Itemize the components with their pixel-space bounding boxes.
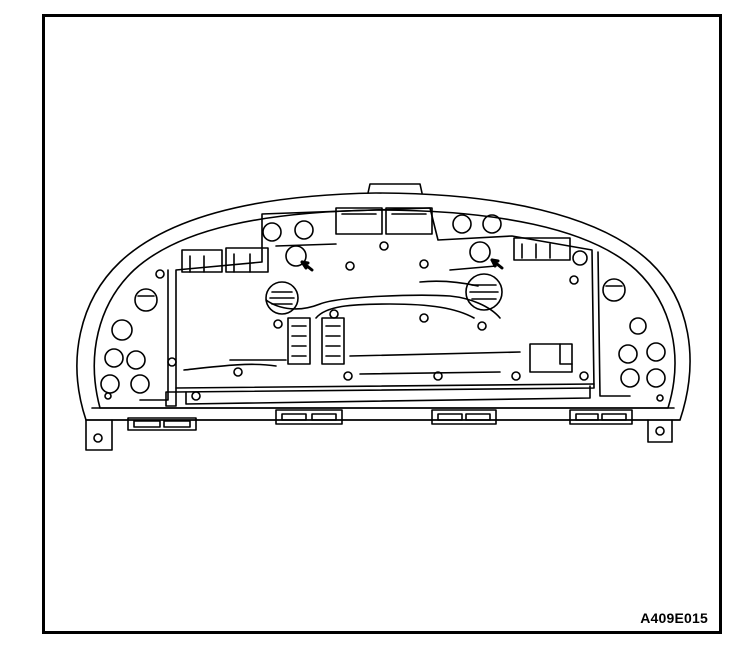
left-connector-pair [181,247,269,273]
right-ear-hole [655,426,665,436]
left-side-panel [139,269,169,401]
bottom-connector-4 [569,409,633,425]
bottom-connector-2 [275,409,343,425]
board-mounting-holes [167,241,589,401]
trace-bottom-run [349,351,521,357]
arrow-left-socket [300,260,314,272]
trace-main-loop-inner [315,303,475,319]
left-ear-hole [93,433,103,443]
right-bulb-cluster [602,278,666,402]
trace-upper-left [275,243,337,247]
right-connector-block [513,237,571,261]
ic-chip-left [287,317,311,365]
arrow-right-socket [490,258,504,270]
bottom-connector-3 [431,409,497,425]
gauge-socket-left [265,281,299,315]
lower-right-module [529,343,573,373]
bottom-connector-1 [127,417,197,431]
figure-frame [42,14,722,634]
cluster-outer-housing [76,192,691,421]
left-bulb-cluster [100,269,165,400]
board-left-step [165,391,177,407]
circuit-board-outline [175,207,595,393]
board-lower-strip [175,383,595,389]
trace-upper-right [449,265,497,271]
board-bottom-frame [185,385,591,405]
top-tab [367,183,423,194]
right-side-panel [597,251,631,397]
right-mounting-ear [647,419,673,443]
ic-chip-right [321,317,345,365]
gauge-socket-right [465,273,503,311]
trace-main-loop [265,294,501,319]
left-mounting-ear [85,419,113,451]
trace-bottom-run-2 [359,371,501,375]
bulb-sockets-board [262,214,588,267]
top-connector-pair [335,207,433,235]
trace-lower [183,363,277,371]
figure-code-label: A409E015 [640,610,708,626]
